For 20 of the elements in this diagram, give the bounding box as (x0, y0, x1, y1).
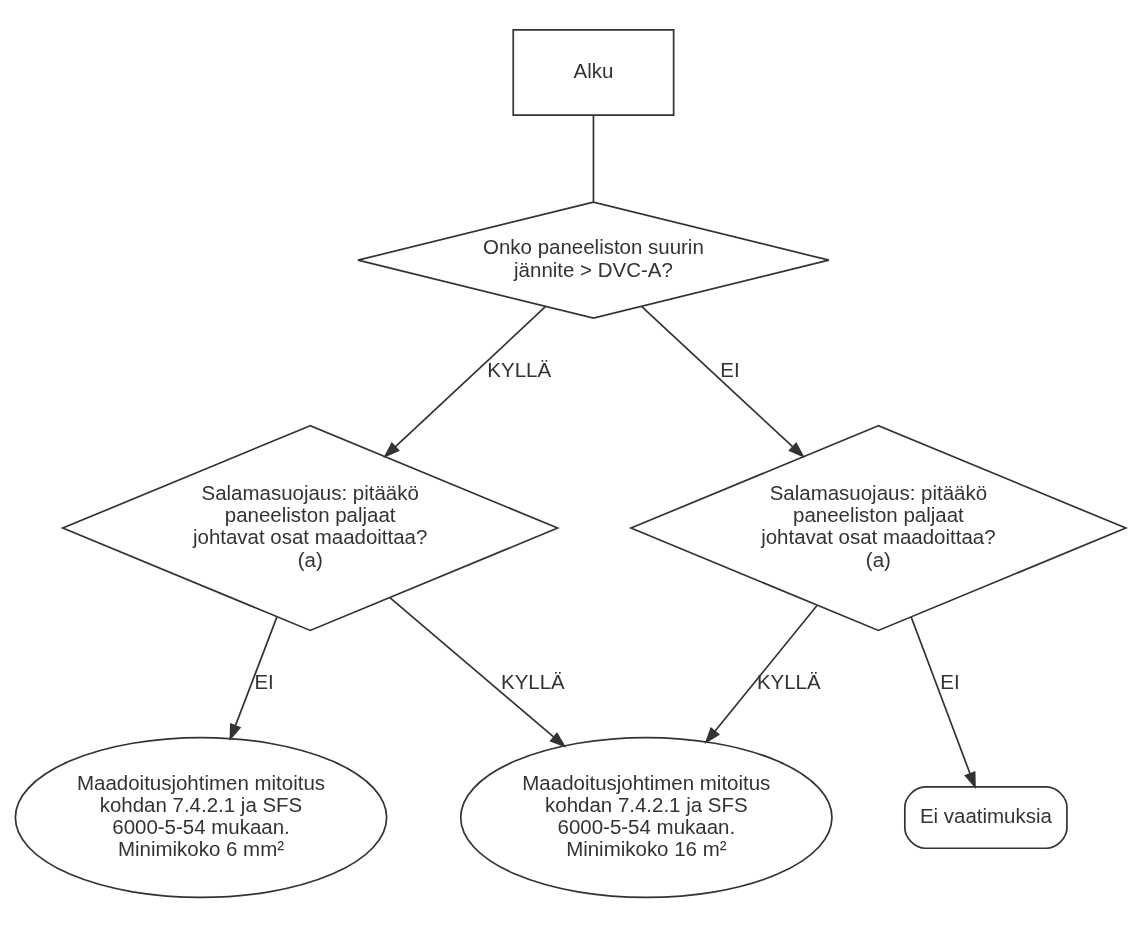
node-diamond: Onko paneeliston suurin jännite > DVC-A? (357, 200, 830, 319)
node-box: Alku (512, 28, 675, 116)
edge-label: EI (720, 357, 740, 381)
arrow (910, 615, 976, 789)
arrow (389, 596, 567, 748)
node-diamond: Salamasuojaus: pitääkö paneeliston paljaat johtavat osat maadoittaa? (a) (628, 424, 1129, 631)
arrow (229, 615, 278, 741)
edge-label: KYLLÄ (501, 669, 565, 693)
node-diamond: Salamasuojaus: pitääkö paneeliston paljaat johtavat osat maadoittaa? (a) (60, 424, 560, 631)
edge-label: EI (940, 669, 960, 693)
arrow (704, 604, 818, 744)
arrow (383, 305, 547, 458)
connector (592, 114, 595, 203)
node-box: Ei vaatimuksia (903, 785, 1068, 849)
arrow (640, 305, 805, 458)
edge-label: KYLLÄ (756, 669, 821, 693)
node-ellipse: Maadoitusjohtimen mitoitus kohdan 7.4.2.1 ja SFS 6000-5-54 mukaan. Minimikoko 16 m² (459, 736, 833, 898)
node-ellipse: Maadoitusjohtimen mitoitus kohdan 7.4.2.1 ja SFS 6000-5-54 mukaan. Minimikoko 6 mm² (14, 736, 388, 898)
edge-label: KYLLÄ (487, 357, 552, 381)
edge-label: EI (254, 669, 274, 693)
